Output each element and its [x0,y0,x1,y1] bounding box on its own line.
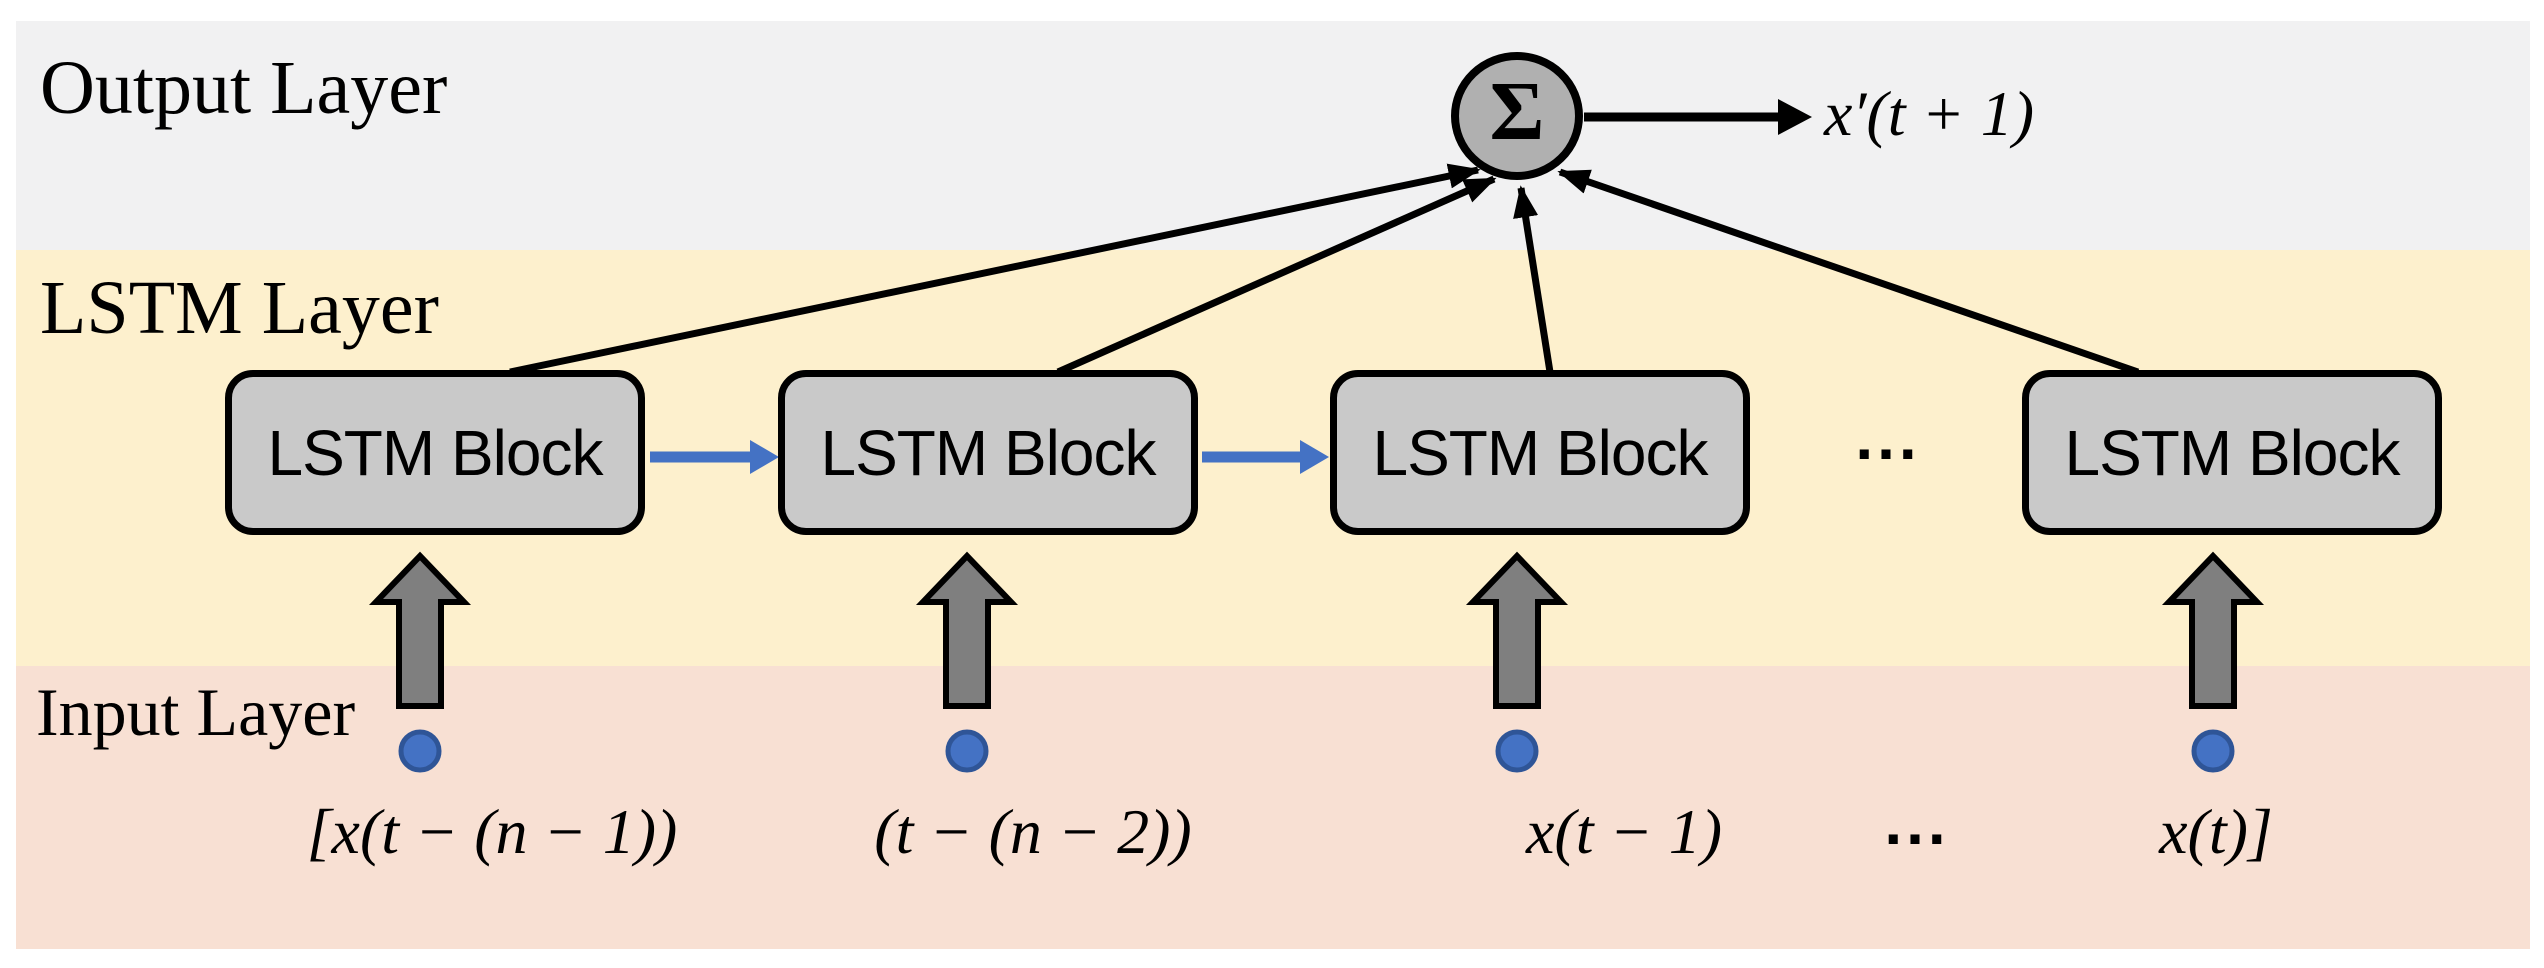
block-row-ellipsis: ... [1855,401,1921,473]
input-label-2: (t − (n − 2)) [874,796,1192,867]
lstm-block-1-label: LSTM Block [267,416,604,489]
input-up-arrow-1 [368,551,472,709]
lstm-block-2-label: LSTM Block [820,416,1157,489]
output-layer-title: Output Layer [40,46,448,130]
lstm-block-4: LSTM Block [2022,370,2442,535]
input-label-4: x(t)] [2159,796,2273,867]
input-up-arrow-2 [915,551,1019,709]
sigma-symbol: Σ [1489,65,1545,158]
fan-in-line-block3 [1513,185,1554,373]
fan-in-line-block4 [1557,168,2140,376]
input-dot-4 [2191,729,2235,773]
fan-in-line-block2 [1056,175,1497,376]
lstm-block-4-label: LSTM Block [2064,416,2401,489]
lstm-block-2: LSTM Block [778,370,1198,535]
input-label-3: x(t − 1) [1526,796,1722,867]
input-dot-3 [1495,729,1539,773]
lstm-block-1: LSTM Block [225,370,645,535]
input-layer-title: Input Layer [36,674,356,750]
fan-in-line-block1 [509,163,1481,376]
input-up-arrow-4 [2161,551,2265,709]
input-dot-1 [398,729,442,773]
lstm-block-3-label: LSTM Block [1372,416,1709,489]
sum-node-circle [1451,52,1583,180]
block-link-arrow-1 [650,440,779,474]
input-row-ellipsis: ... [1884,786,1950,858]
input-up-arrow-3 [1465,551,1569,709]
input-dot-2 [945,729,989,773]
sum-output-arrow [1584,99,1812,135]
output-expression: x′(t + 1) [1824,78,2034,149]
block-link-arrow-2 [1202,440,1329,474]
input-layer-band [16,666,2530,949]
lstm-block-3: LSTM Block [1330,370,1750,535]
lstm-layer-title: LSTM Layer [40,266,439,350]
input-label-1: [x(t − (n − 1)) [306,796,678,867]
